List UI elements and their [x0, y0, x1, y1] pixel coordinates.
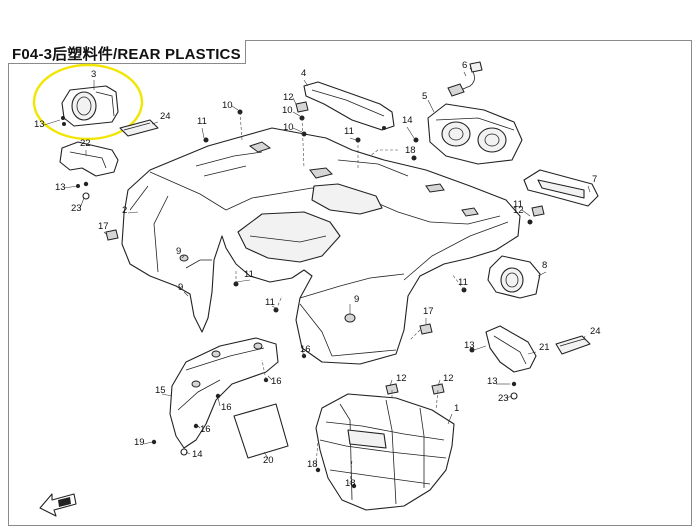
callout-c24b: 24 — [590, 326, 601, 337]
part-7-reflector-housing[interactable] — [523, 169, 599, 207]
diagram-frame — [8, 40, 692, 526]
callout-c7: 7 — [592, 174, 597, 185]
callout-c9a: 9 — [176, 246, 181, 257]
title-box — [8, 40, 246, 64]
part-24-reflector-right[interactable] — [555, 335, 591, 355]
callout-c10b: 10 — [282, 105, 293, 116]
callout-c11e: 11 — [265, 297, 275, 308]
callout-c17b: 17 — [423, 306, 434, 317]
callout-c13d: 13 — [487, 376, 498, 387]
callout-c18b: 18 — [307, 459, 318, 470]
part-8-side-light[interactable] — [487, 255, 541, 299]
leader-lines — [43, 71, 591, 485]
callout-c11c: 11 — [513, 199, 523, 210]
callout-c9c: 9 — [354, 294, 359, 305]
callout-c16b: 16 — [221, 402, 232, 413]
part-22-bracket-left[interactable] — [59, 141, 119, 200]
part-20-pad[interactable] — [233, 403, 289, 459]
diagram-title: F04-3后塑料件/REAR PLASTICS — [12, 46, 241, 63]
callout-c13c: 13 — [464, 340, 475, 351]
callout-c18c: 18 — [345, 478, 356, 489]
callout-c11a: 11 — [197, 116, 207, 127]
fasteners — [62, 101, 545, 489]
callout-c4: 4 — [301, 68, 306, 79]
callout-c12d: 12 — [443, 373, 454, 384]
callout-c12a: 12 — [283, 92, 294, 103]
highlight-ring — [32, 63, 144, 141]
callout-c14a: 14 — [402, 115, 413, 126]
part-1-lower-tray[interactable] — [315, 393, 455, 511]
callout-c13a: 13 — [34, 119, 45, 130]
part-3-tail-light[interactable] — [61, 85, 119, 127]
callout-c11d: 11 — [244, 269, 254, 280]
callout-c16c: 16 — [200, 424, 211, 435]
callout-c10a: 10 — [222, 100, 233, 111]
part-15-mud-flap[interactable] — [169, 337, 279, 449]
callout-c13b: 13 — [55, 182, 66, 193]
callout-c15: 15 — [155, 385, 166, 396]
callout-c12b: 12 — [513, 205, 524, 216]
callout-c2: 2 — [122, 205, 127, 216]
callout-labels: 3132422132310111210104651114187111282179… — [34, 60, 601, 489]
callout-c11f: 11 — [458, 277, 468, 288]
callout-c23b: 23 — [498, 393, 509, 404]
callout-c20: 20 — [263, 455, 274, 466]
callout-c24a: 24 — [160, 111, 171, 122]
callout-c14b: 14 — [192, 449, 203, 460]
part-21-bracket-right[interactable] — [485, 325, 537, 400]
callout-c22: 22 — [80, 138, 91, 149]
callout-c8: 8 — [542, 260, 547, 271]
front-arrow-icon — [39, 493, 77, 517]
callout-c16d: 16 — [300, 344, 311, 355]
callout-c10c: 10 — [283, 122, 294, 133]
callout-c16a: 16 — [271, 376, 282, 387]
part-6-connector[interactable] — [447, 61, 483, 97]
callout-c19: 19 — [134, 437, 145, 448]
callout-c1: 1 — [454, 403, 459, 414]
part-2-rear-fender[interactable] — [121, 127, 521, 365]
part-5-light-cluster[interactable] — [427, 103, 523, 165]
callout-c3: 3 — [91, 69, 96, 80]
part-24-reflector-left[interactable] — [119, 119, 159, 137]
callout-c23a: 23 — [71, 203, 82, 214]
callout-c21: 21 — [539, 342, 550, 353]
callout-c9b: 9 — [178, 282, 183, 293]
callout-c5: 5 — [422, 91, 427, 102]
callout-c17a: 17 — [98, 221, 109, 232]
part-4-rail[interactable] — [303, 81, 395, 131]
callout-c18a: 18 — [405, 145, 416, 156]
callout-c6: 6 — [462, 60, 467, 71]
callout-c12c: 12 — [396, 373, 407, 384]
callout-c11b: 11 — [344, 126, 354, 137]
